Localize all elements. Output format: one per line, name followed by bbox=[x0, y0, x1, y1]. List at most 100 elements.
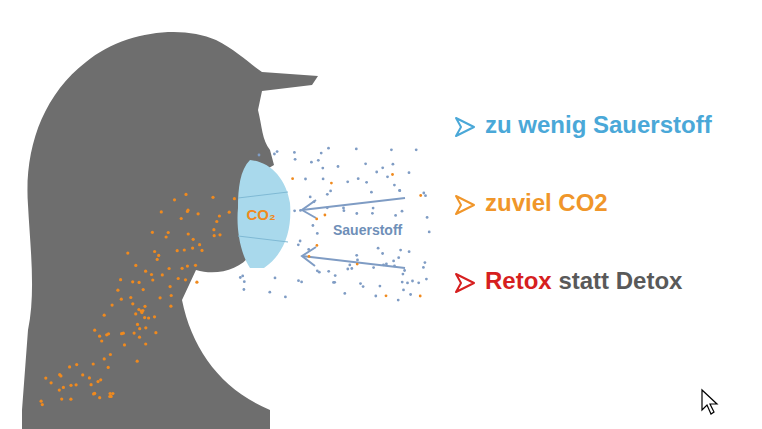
dot bbox=[343, 292, 346, 295]
dot bbox=[357, 177, 360, 180]
dot bbox=[160, 210, 163, 213]
dot bbox=[402, 273, 405, 276]
dot bbox=[316, 244, 319, 247]
dot bbox=[343, 209, 346, 212]
dot bbox=[401, 210, 404, 213]
dot bbox=[317, 159, 320, 162]
dot bbox=[133, 332, 136, 335]
dot bbox=[173, 198, 176, 201]
dot bbox=[41, 403, 44, 406]
dot bbox=[211, 196, 214, 199]
dot bbox=[382, 263, 385, 266]
dot bbox=[107, 366, 110, 369]
dot bbox=[75, 363, 78, 366]
dot bbox=[81, 373, 84, 376]
dot bbox=[346, 268, 349, 271]
dot bbox=[228, 211, 231, 214]
dot bbox=[372, 207, 375, 210]
dot bbox=[181, 267, 184, 270]
dot bbox=[40, 400, 43, 403]
dot bbox=[321, 167, 324, 170]
dot bbox=[375, 171, 378, 174]
dot bbox=[309, 196, 312, 199]
dot bbox=[156, 258, 159, 261]
dot bbox=[59, 374, 62, 377]
dot bbox=[243, 288, 246, 291]
dot bbox=[98, 396, 101, 399]
dot bbox=[326, 206, 329, 209]
dot bbox=[198, 243, 201, 246]
dot bbox=[391, 173, 394, 176]
dot bbox=[322, 178, 325, 181]
dot bbox=[337, 165, 340, 168]
dot bbox=[134, 312, 137, 315]
mouse-cursor bbox=[702, 390, 717, 414]
dot bbox=[365, 181, 368, 184]
dot bbox=[394, 214, 397, 217]
dot bbox=[119, 278, 122, 281]
dot bbox=[318, 271, 321, 274]
dot bbox=[213, 234, 216, 237]
dot bbox=[424, 261, 427, 264]
dot bbox=[186, 210, 189, 213]
dot bbox=[294, 158, 297, 161]
dot bbox=[88, 376, 91, 379]
dot bbox=[393, 265, 396, 268]
dot bbox=[379, 285, 382, 288]
dot bbox=[399, 249, 402, 252]
dot bbox=[313, 200, 316, 203]
dot bbox=[169, 285, 172, 288]
dot bbox=[136, 323, 139, 326]
dot bbox=[50, 381, 53, 384]
dot bbox=[200, 249, 203, 252]
dot bbox=[374, 295, 377, 298]
dot bbox=[136, 360, 139, 363]
dot bbox=[291, 177, 294, 180]
dot bbox=[153, 315, 156, 318]
dot bbox=[176, 249, 179, 252]
dot bbox=[327, 270, 330, 273]
mask-fill bbox=[238, 160, 291, 268]
dot bbox=[276, 150, 279, 153]
dot bbox=[131, 280, 134, 283]
dot bbox=[293, 151, 296, 154]
dot bbox=[348, 264, 351, 267]
dot bbox=[184, 193, 187, 196]
dot bbox=[109, 392, 112, 395]
dot bbox=[138, 327, 141, 330]
dot bbox=[409, 293, 412, 296]
dot bbox=[144, 326, 147, 329]
dot bbox=[218, 233, 221, 236]
dot bbox=[105, 333, 108, 336]
dot bbox=[177, 277, 180, 280]
dot bbox=[304, 178, 307, 181]
dot bbox=[398, 189, 401, 192]
dot bbox=[392, 163, 395, 166]
dot bbox=[316, 232, 319, 235]
dot bbox=[153, 250, 156, 253]
mask-pleats bbox=[238, 192, 288, 242]
dot bbox=[186, 265, 189, 268]
dot bbox=[424, 194, 427, 197]
dot bbox=[300, 281, 303, 284]
dot bbox=[184, 278, 187, 281]
dot bbox=[402, 289, 405, 292]
head-silhouette bbox=[22, 32, 318, 429]
dot bbox=[191, 247, 194, 250]
dot bbox=[239, 276, 242, 279]
dot bbox=[403, 269, 406, 272]
dot bbox=[258, 154, 261, 157]
mask-label: CO₂ bbox=[246, 206, 275, 223]
dot bbox=[359, 282, 362, 285]
dot bbox=[143, 316, 146, 319]
dot bbox=[192, 238, 195, 241]
dot bbox=[411, 280, 414, 283]
dot bbox=[138, 281, 141, 284]
dot bbox=[329, 190, 332, 193]
dot bbox=[381, 166, 384, 169]
dot bbox=[103, 314, 106, 317]
dot bbox=[142, 288, 145, 291]
dot bbox=[147, 316, 150, 319]
